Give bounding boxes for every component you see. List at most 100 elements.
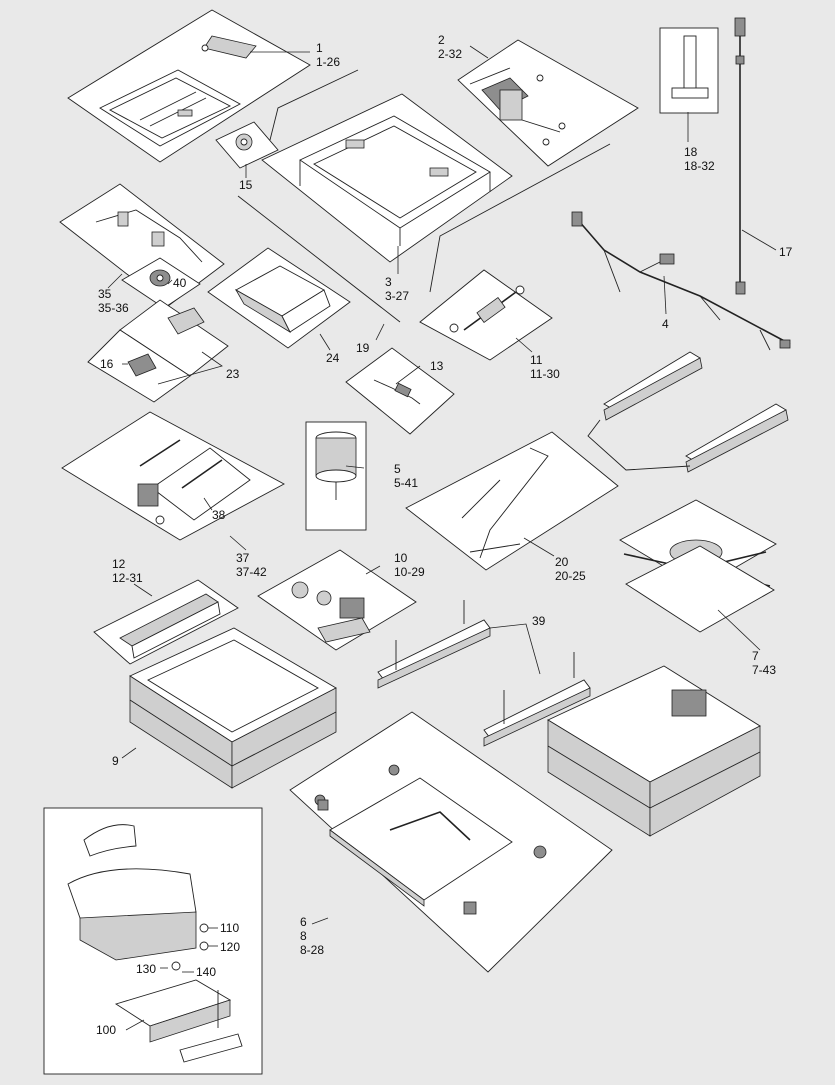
callout-line: 8-28 xyxy=(300,943,324,957)
callout-line: 11 xyxy=(530,353,543,367)
callout-line: 1-26 xyxy=(316,55,340,69)
callout-13: 13 xyxy=(430,359,444,373)
part-11-spring xyxy=(449,285,525,333)
callout-120: 120 xyxy=(220,940,240,954)
callout-line: 5 xyxy=(394,462,401,476)
callout-9: 9 xyxy=(112,754,119,768)
callout-line: 40 xyxy=(173,276,187,290)
callout-line: 5-41 xyxy=(394,476,418,490)
callout-line: 6 xyxy=(300,915,307,929)
callout-line: 20-25 xyxy=(555,569,586,583)
part-5-air-spring xyxy=(315,431,357,500)
callout-line: 12-31 xyxy=(112,571,143,585)
callout-line: 10 xyxy=(394,551,408,565)
callout-line: 10-29 xyxy=(394,565,425,579)
callout-line: 120 xyxy=(220,940,240,954)
callout-110: 110 xyxy=(220,921,239,935)
cable-right xyxy=(429,143,611,293)
part-10 xyxy=(291,581,371,643)
panel-20 xyxy=(405,431,619,571)
callout-line: 140 xyxy=(196,965,216,979)
callout-line: 15 xyxy=(239,178,253,192)
callout-38: 38 xyxy=(212,508,226,522)
part-37-38 xyxy=(137,439,223,525)
callout-39: 39 xyxy=(532,614,546,628)
callout-line: 39 xyxy=(532,614,546,628)
part-6-base-plate xyxy=(314,764,547,915)
callout-line: 17 xyxy=(779,245,793,259)
cable-19 xyxy=(237,195,401,323)
callout-100: 100 xyxy=(96,1023,116,1037)
part-35 xyxy=(95,209,203,263)
panel-10 xyxy=(257,549,417,651)
callout-line: 13 xyxy=(430,359,444,373)
callout-17: 17 xyxy=(779,245,793,259)
callout-line: 35-36 xyxy=(98,301,129,315)
callout-line: 20 xyxy=(555,555,569,569)
callout-4: 4 xyxy=(662,317,669,331)
callout-line: 23 xyxy=(226,367,240,381)
callout-24: 24 xyxy=(326,351,340,365)
callout-line: 37-42 xyxy=(236,565,267,579)
callout-line: 19 xyxy=(356,341,370,355)
callout-line: 4 xyxy=(662,317,669,331)
part-23 xyxy=(127,307,205,377)
callout-line: 16 xyxy=(100,357,114,371)
callout-line: 37 xyxy=(236,551,250,565)
part-slide-rails xyxy=(587,351,789,473)
cable-upper xyxy=(269,69,359,141)
part-7-base-assembled xyxy=(547,665,761,837)
panel-2 xyxy=(457,39,639,167)
callout-line: 110 xyxy=(220,921,239,935)
callout-line: 18-32 xyxy=(684,159,715,173)
part-2-valve-assembly xyxy=(469,67,566,146)
callout-line: 3-27 xyxy=(385,289,409,303)
callout-line: 18 xyxy=(684,145,698,159)
part-7-scissor xyxy=(619,499,777,633)
part-3-seat-frame xyxy=(299,115,491,246)
callout-line: 7 xyxy=(752,649,759,663)
callout-line: 130 xyxy=(136,962,156,976)
callout-130: 130 xyxy=(136,962,156,976)
callout-140: 140 xyxy=(196,965,216,979)
callout-line: 2 xyxy=(438,33,445,47)
part-12-rail xyxy=(119,593,221,659)
callout-line: 8 xyxy=(300,929,307,943)
callout-19: 19 xyxy=(356,341,370,355)
part-inset-seat xyxy=(67,824,243,1063)
part-18-bracket xyxy=(671,35,709,99)
callout-line: 38 xyxy=(212,508,226,522)
part-24-cushion xyxy=(234,265,331,334)
part-15 xyxy=(235,133,253,151)
callout-line: 1 xyxy=(316,41,323,55)
part-39-bars xyxy=(377,600,591,747)
callout-15: 15 xyxy=(239,178,253,192)
callout-line: 7-43 xyxy=(752,663,776,677)
callout-line: 24 xyxy=(326,351,340,365)
callout-line: 12 xyxy=(112,557,126,571)
callout-line: 100 xyxy=(96,1023,116,1037)
leader-lines xyxy=(107,45,777,1031)
part-40 xyxy=(149,269,171,287)
callout-line: 11-30 xyxy=(530,367,560,381)
part-9-base-shell xyxy=(129,627,337,789)
callout-line: 2-32 xyxy=(438,47,462,61)
callout-16: 16 xyxy=(100,357,114,371)
callout-line: 3 xyxy=(385,275,392,289)
part-1-seat-plate xyxy=(99,35,257,147)
callout-23: 23 xyxy=(226,367,240,381)
